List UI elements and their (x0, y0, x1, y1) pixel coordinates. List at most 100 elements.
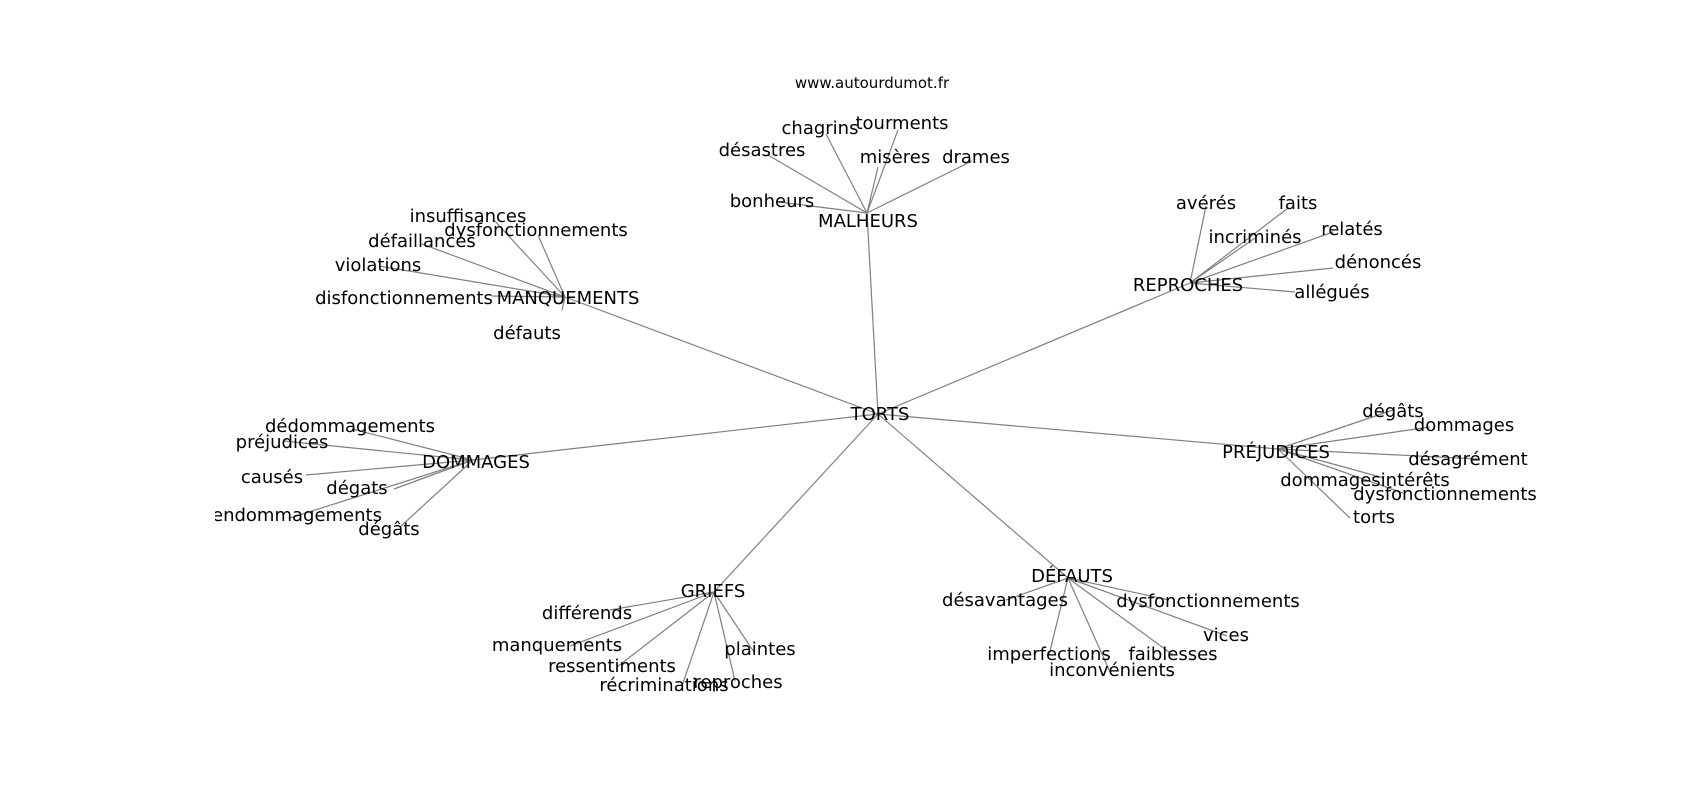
edge-reproches-child-3 (1189, 231, 1334, 284)
edge-malheurs-child-0 (866, 129, 899, 214)
leaf-node-malheurs-5: bonheurs (730, 191, 815, 212)
group-node-reproches: REPROCHES (1133, 275, 1243, 296)
graph-edges (282, 129, 1479, 687)
edge-center-reproches (877, 282, 1191, 415)
leaf-node-malheurs-4: drames (942, 147, 1010, 168)
edge-griefs-child-4 (713, 591, 736, 682)
leaf-node-dommages-3: dégats (326, 478, 387, 499)
edge-malheurs-child-5 (778, 201, 868, 214)
source-label: www.autourdumot.fr (795, 74, 950, 92)
edge-dommages-child-1 (282, 440, 474, 461)
leaf-node-reproches-5: allégués (1294, 282, 1369, 303)
leaf-node-dommages-4: endommagements (212, 505, 382, 526)
edge-prejudices-child-3 (1277, 448, 1385, 479)
leaf-node-reproches-1: faits (1279, 193, 1318, 214)
edge-center-griefs (713, 413, 879, 593)
leaf-node-dommages-2: causés (241, 467, 303, 488)
leaf-node-prejudices-2: désagrément (1408, 449, 1528, 470)
leaf-node-malheurs-2: désastres (719, 140, 806, 161)
leaf-node-manquements-5: défauts (493, 323, 561, 344)
leaf-node-manquements-0: insuffisances (410, 206, 527, 227)
edge-griefs-child-0 (609, 591, 715, 611)
leaf-node-prejudices-0: dégâts (1362, 401, 1423, 422)
leaf-node-defauts-4: faiblesses (1128, 644, 1217, 665)
leaf-node-malheurs-0: tourments (855, 113, 948, 134)
edge-griefs-child-2 (616, 591, 715, 668)
edge-griefs-child-1 (569, 591, 715, 647)
edge-dommages-child-3 (393, 459, 474, 490)
edge-reproches-child-1 (1189, 207, 1289, 284)
edge-malheurs-child-2 (767, 154, 868, 214)
leaf-node-griefs-3: récriminations (599, 675, 728, 696)
edge-griefs-child-3 (681, 591, 715, 687)
edge-defauts-child-5 (1067, 577, 1111, 673)
edge-center-prejudices (877, 413, 1279, 450)
leaf-node-prejudices-1: dommages (1414, 415, 1514, 436)
group-node-defauts: DÉFAUTS (1031, 565, 1113, 587)
leaf-node-prejudices-4: dysfonctionnements (1353, 484, 1537, 505)
edge-reproches-child-0 (1189, 205, 1207, 284)
leaf-node-reproches-0: avérés (1176, 193, 1236, 214)
leaf-node-reproches-3: relatés (1321, 219, 1383, 240)
leaf-node-griefs-4: reproches (693, 672, 782, 693)
edge-center-manquements (564, 296, 879, 415)
leaf-node-defauts-3: imperfections (987, 644, 1111, 665)
edge-reproches-child-2 (1189, 237, 1256, 284)
group-node-manquements: MANQUEMENTS (497, 288, 640, 309)
leaf-node-griefs-0: différends (542, 603, 632, 624)
group-node-griefs: GRIEFS (681, 581, 746, 602)
edge-prejudices-child-4 (1277, 448, 1404, 494)
edge-defauts-child-4 (1067, 577, 1174, 656)
leaf-node-reproches-2: incriminés (1208, 227, 1301, 248)
group-node-dommages: DOMMAGES (422, 452, 530, 473)
edge-defauts-child-1 (1067, 577, 1170, 601)
leaf-node-prejudices-3: dommagesintérêts (1280, 470, 1449, 491)
edge-prejudices-child-1 (1277, 426, 1431, 450)
edge-dommages-child-5 (399, 459, 474, 528)
leaf-node-defauts-0: désavantages (942, 590, 1068, 611)
edge-manquements-child-0 (492, 218, 566, 298)
edge-manquements-child-1 (537, 234, 566, 298)
edge-manquements-child-2 (421, 243, 566, 298)
edge-griefs-child-5 (713, 591, 755, 653)
leaf-node-defauts-2: vices (1203, 625, 1249, 646)
leaf-node-defauts-5: inconvénients (1049, 660, 1175, 681)
leaf-node-dommages-0: dédommagements (265, 416, 435, 437)
group-node-prejudices: PRÉJUDICES (1222, 441, 1330, 463)
leaf-node-malheurs-1: chagrins (782, 118, 859, 139)
edge-reproches-child-5 (1189, 282, 1296, 293)
center-node-label: TORTS (850, 404, 910, 425)
edge-prejudices-child-2 (1277, 448, 1479, 460)
edge-malheurs-child-4 (866, 160, 973, 214)
edge-center-dommages (472, 413, 879, 461)
edge-dommages-child-0 (351, 428, 474, 461)
edge-center-defauts (877, 413, 1069, 579)
edge-malheurs-child-3 (866, 166, 879, 214)
edge-defauts-child-0 (1005, 577, 1069, 601)
edge-prejudices-child-0 (1277, 409, 1394, 450)
leaf-node-griefs-2: ressentiments (548, 656, 676, 677)
leaf-node-malheurs-3: misères (860, 147, 930, 168)
leaf-node-reproches-4: dénoncés (1335, 252, 1422, 273)
edge-center-malheurs (866, 212, 879, 415)
leaf-node-manquements-4: disfonctionnements (315, 288, 493, 309)
leaf-node-griefs-1: manquements (492, 635, 622, 656)
edge-manquements-child-3 (378, 265, 566, 298)
edge-manquements-child-5 (561, 296, 566, 311)
leaf-node-prejudices-5: torts (1353, 507, 1395, 528)
edge-prejudices-child-5 (1277, 448, 1351, 519)
leaf-node-dommages-5: dégâts (358, 519, 419, 540)
leaf-node-manquements-1: dysfonctionnements (444, 220, 628, 241)
edge-dommages-child-4 (289, 459, 474, 519)
edge-malheurs-child-1 (825, 133, 868, 214)
leaf-node-manquements-3: violations (335, 255, 422, 276)
leaf-node-dommages-1: préjudices (236, 432, 329, 453)
edge-manquements-child-4 (491, 295, 566, 298)
edge-dommages-child-2 (305, 459, 474, 476)
edge-defauts-child-3 (1048, 577, 1069, 656)
leaf-node-defauts-1: dysfonctionnements (1116, 591, 1300, 612)
leaf-node-griefs-5: plaintes (724, 639, 795, 660)
edge-defauts-child-2 (1067, 577, 1228, 637)
